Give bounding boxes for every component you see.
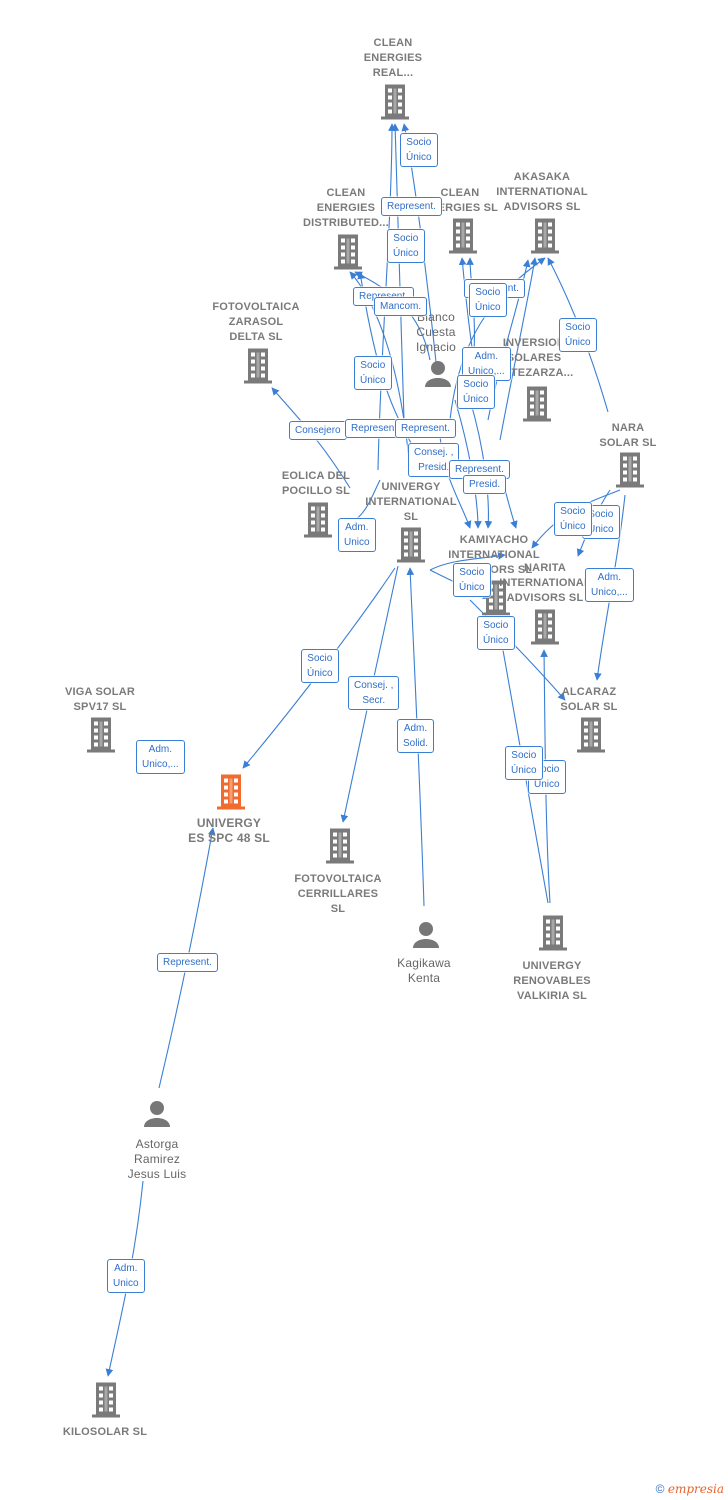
relation-edge-23 xyxy=(469,599,566,701)
node-label-eolica[interactable]: EOLICA DEL POCILLO SL xyxy=(281,470,351,497)
edge-label-19[interactable]: Socio Único xyxy=(554,502,592,536)
building-icon-nara[interactable] xyxy=(616,452,644,488)
node-label-univergy-int[interactable]: UNIVERGY INTERNATIONAL SL xyxy=(365,481,457,523)
building-icon-zarasol[interactable] xyxy=(244,348,272,384)
person-icon-astorga[interactable] xyxy=(144,1101,170,1127)
person-icon-kagikawa[interactable] xyxy=(413,922,439,948)
building-icon-narita[interactable] xyxy=(531,609,559,645)
edges-layer xyxy=(105,123,626,1377)
edge-label-13[interactable]: Represent. xyxy=(395,419,456,438)
building-icon-clean-sl[interactable] xyxy=(449,218,477,254)
node-label-alcaraz[interactable]: ALCARAZ SOLAR SL xyxy=(560,686,618,713)
edge-label-16[interactable]: Presid. xyxy=(463,475,507,494)
relation-edge-28 xyxy=(158,827,216,1089)
building-icon-alcaraz[interactable] xyxy=(577,717,605,753)
building-icon-eolica[interactable] xyxy=(304,502,332,538)
node-label-zarasol[interactable]: FOTOVOLTAICA ZARASOL DELTA SL xyxy=(212,301,300,343)
building-icon-inversion[interactable] xyxy=(523,386,551,422)
edge-label-1[interactable]: Represent. xyxy=(381,197,442,216)
edge-label-21[interactable]: Adm. Unico,... xyxy=(585,568,634,602)
edge-label-4[interactable]: Mancom. xyxy=(374,297,428,316)
edge-label-6[interactable]: Socio Único xyxy=(469,283,507,317)
relation-edge-0 xyxy=(391,123,405,421)
footer: © empresia xyxy=(656,1482,724,1496)
node-label-kilosolar[interactable]: KILOSOLAR SL xyxy=(62,1426,148,1438)
node-label-clean-dist[interactable]: CLEAN ENERGIES DISTRIBUTED... xyxy=(303,187,389,229)
person-icon-blanco[interactable] xyxy=(425,361,451,387)
building-icon-univergy48[interactable] xyxy=(217,774,245,810)
building-icon-clean-dist[interactable] xyxy=(334,234,362,270)
node-label-valkiria[interactable]: UNIVERGY RENOVABLES VALKIRIA SL xyxy=(513,960,591,1002)
edge-label-17[interactable]: Adm. Unico xyxy=(338,518,376,552)
building-icon-akasaka[interactable] xyxy=(531,218,559,254)
edge-label-26[interactable]: Adm. Unico,... xyxy=(136,740,185,774)
node-label-astorga[interactable]: Astorga Ramirez Jesus Luis xyxy=(127,1137,187,1181)
node-label-clean-real[interactable]: CLEAN ENERGIES REAL... xyxy=(363,37,423,79)
building-icon-valkiria[interactable] xyxy=(539,915,567,951)
edge-label-23[interactable]: Socio Único xyxy=(477,616,515,650)
edge-label-8[interactable]: Socio Único xyxy=(354,356,392,390)
edge-label-28[interactable]: Socio Único xyxy=(505,746,543,780)
edge-label-7[interactable]: Socio Único xyxy=(559,318,597,352)
node-label-kagikawa[interactable]: Kagikawa Kenta xyxy=(397,956,451,985)
building-icon-viga[interactable] xyxy=(87,717,115,753)
node-label-inversion[interactable]: INVERSION SOLARES ANTEZARZA... xyxy=(494,337,574,379)
edge-label-22[interactable]: Socio Único xyxy=(301,649,339,683)
brand-logo[interactable]: empresia xyxy=(667,1482,724,1496)
edge-label-30[interactable]: Adm. Unico xyxy=(107,1259,145,1293)
relation-edge-9 xyxy=(449,257,546,421)
edge-label-0[interactable]: Socio Único xyxy=(400,133,438,167)
building-icon-univergy-int[interactable] xyxy=(397,527,425,563)
relation-edge-13 xyxy=(439,429,472,529)
relation-edge-7 xyxy=(499,257,538,441)
node-label-nara[interactable]: NARA SOLAR SL xyxy=(599,422,657,449)
node-label-narita[interactable]: NARITA INTERNATIONAL ADVISORS SL xyxy=(499,562,591,604)
building-icon-cerrillares[interactable] xyxy=(326,828,354,864)
building-icon-kilosolar[interactable] xyxy=(92,1382,120,1418)
edge-label-11[interactable]: Consejero xyxy=(289,421,347,440)
node-label-univergy48[interactable]: UNIVERGY ES SPC 48 SL xyxy=(188,816,270,845)
building-icon-clean-real[interactable] xyxy=(381,84,409,120)
relation-edge-30 xyxy=(429,552,506,571)
node-label-akasaka[interactable]: AKASAKA INTERNATIONAL ADVISORS SL xyxy=(496,171,588,213)
node-label-cerrillares[interactable]: FOTOVOLTAICA CERRILLARES SL xyxy=(294,873,382,915)
edge-label-20[interactable]: Socio Único xyxy=(453,563,491,597)
edge-label-10[interactable]: Socio Único xyxy=(457,375,495,409)
node-label-viga[interactable]: VIGA SOLAR SPV17 SL xyxy=(64,686,136,713)
edge-label-25[interactable]: Adm. Solid. xyxy=(397,719,435,753)
edge-label-29[interactable]: Represent. xyxy=(157,953,218,972)
copyright-symbol: © xyxy=(655,1482,665,1496)
edge-label-24[interactable]: Consej. , Secr. xyxy=(348,676,400,710)
edge-label-2[interactable]: Socio Único xyxy=(387,229,425,263)
